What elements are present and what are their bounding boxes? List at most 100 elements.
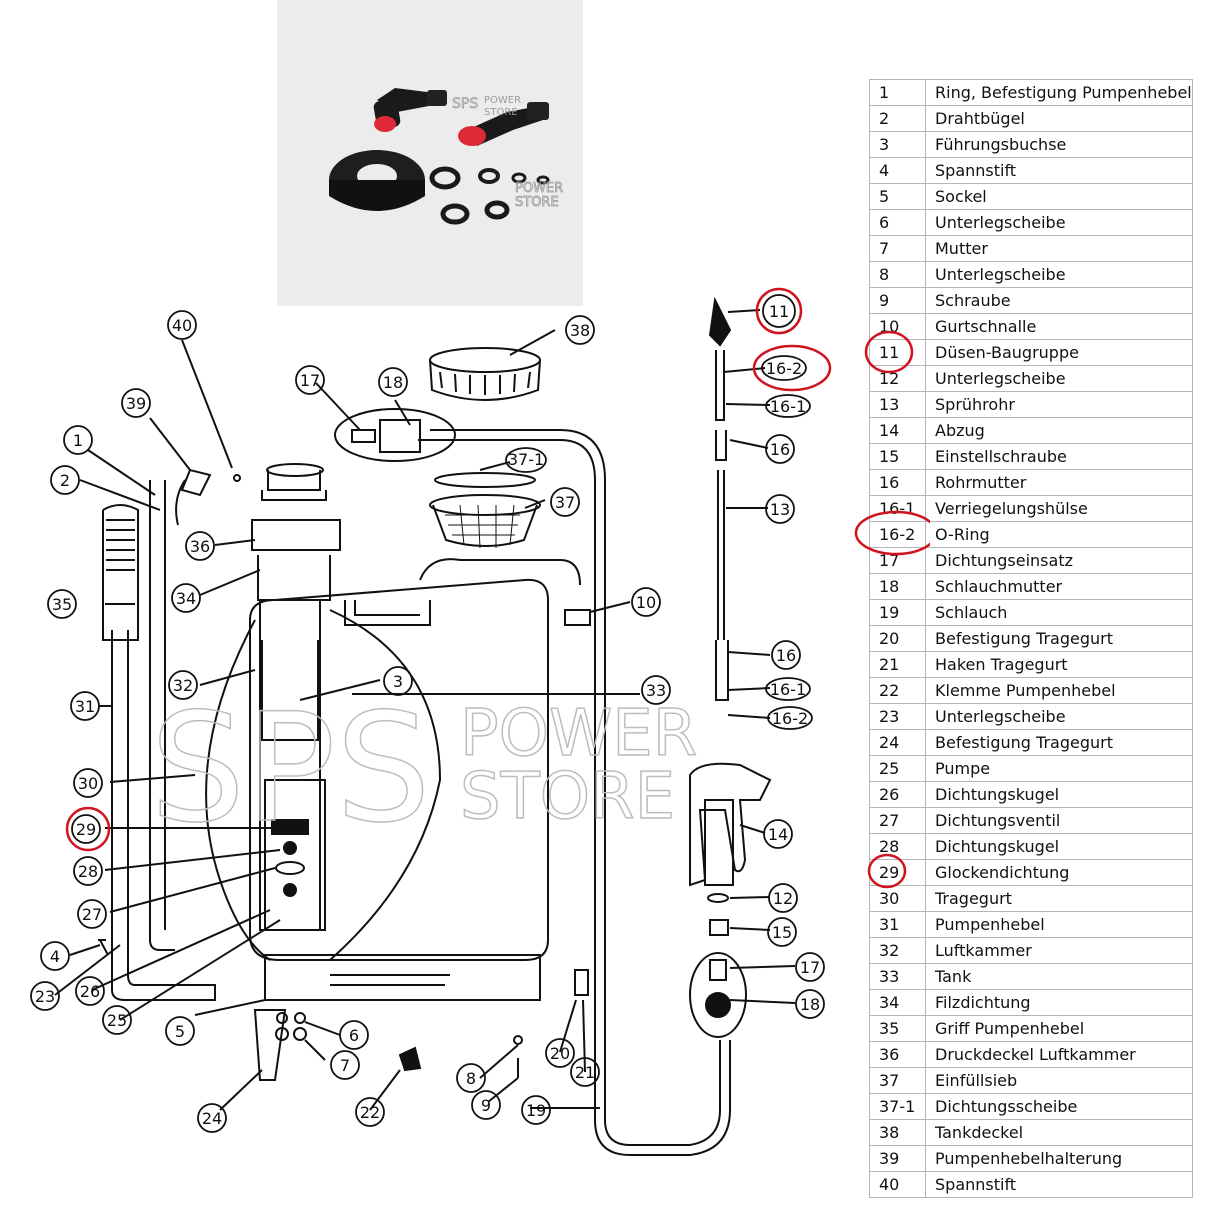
highlight-16-2 (752, 344, 832, 392)
callout-label: 17 (300, 371, 320, 390)
part-name: Filzdichtung (925, 989, 1193, 1016)
part-name: Klemme Pumpenhebel (925, 677, 1193, 704)
watermark-power: POWER (460, 697, 697, 771)
part-number: 38 (869, 1119, 926, 1146)
callout-label: 10 (636, 593, 656, 612)
part-name: Pumpenhebel (925, 911, 1193, 938)
part-name: Pumpe (925, 755, 1193, 782)
callout-label: 31 (75, 697, 95, 716)
part-name: Verriegelungshülse (925, 495, 1193, 522)
part-name: Griff Pumpenhebel (925, 1015, 1193, 1042)
part-number: 16-1 (869, 495, 926, 522)
part-number: 7 (869, 235, 926, 262)
part-name: Unterlegscheibe (925, 365, 1193, 392)
part-number: 13 (869, 391, 926, 418)
callout-label: 15 (772, 923, 792, 942)
callout-label: 13 (770, 500, 790, 519)
part-number: 9 (869, 287, 926, 314)
callout-label: 25 (107, 1011, 127, 1030)
part-name: Mutter (925, 235, 1193, 262)
part-number: 15 (869, 443, 926, 470)
callout-label: 18 (383, 373, 403, 392)
part-name: Gurtschnalle (925, 313, 1193, 340)
callout-label: 30 (78, 774, 98, 793)
part-name: Dichtungsventil (925, 807, 1193, 834)
part-name: Drahtbügel (925, 105, 1193, 132)
watermark-store: STORE (460, 760, 675, 834)
callout-label: 38 (570, 321, 590, 340)
part-number: 31 (869, 911, 926, 938)
callout-label: 24 (202, 1109, 222, 1128)
callout-label: 37-1 (508, 450, 544, 469)
callout-label: 11 (769, 302, 789, 321)
callout-label: 16-2 (766, 359, 802, 378)
highlight-29 (65, 806, 111, 852)
part-number: 20 (869, 625, 926, 652)
callout-label: 36 (190, 537, 210, 556)
callout-label: 21 (575, 1063, 595, 1082)
part-number: 32 (869, 937, 926, 964)
part-number: 23 (869, 703, 926, 730)
part-number: 11 (869, 339, 926, 366)
callout-label: 33 (646, 681, 666, 700)
callout-label: 12 (773, 889, 793, 908)
part-name: Einfüllsieb (925, 1067, 1193, 1094)
callout-label: 6 (349, 1026, 359, 1045)
part-name: Ring, Befestigung Pumpenhebel (925, 79, 1193, 106)
part-name: Haken Tragegurt (925, 651, 1193, 678)
watermark: SPS POWER STORE (149, 681, 698, 857)
part-name: Dichtungseinsatz (925, 547, 1193, 574)
part-number: 12 (869, 365, 926, 392)
part-name: Schlauch (925, 599, 1193, 626)
callout-label: 22 (360, 1103, 380, 1122)
part-name: Pumpenhebelhalterung (925, 1145, 1193, 1172)
part-name: O-Ring (925, 521, 1193, 548)
callout-label: 4 (50, 947, 60, 966)
callout-label: 1 (73, 431, 83, 450)
part-number: 17 (869, 547, 926, 574)
part-number: 24 (869, 729, 926, 756)
callout-label: 34 (176, 589, 196, 608)
callout-label: 26 (80, 982, 100, 1001)
part-name: Schraube (925, 287, 1193, 314)
part-number: 18 (869, 573, 926, 600)
part-name: Unterlegscheibe (925, 209, 1193, 236)
part-name: Unterlegscheibe (925, 261, 1193, 288)
callout-label: 29 (76, 820, 96, 839)
part-name: Druckdeckel Luftkammer (925, 1041, 1193, 1068)
watermark-logo: SPS (150, 682, 431, 856)
part-number: 36 (869, 1041, 926, 1068)
photo-watermark-line2-b: STORE (515, 195, 559, 210)
part-name: Dichtungsscheibe (925, 1093, 1193, 1120)
part-number: 26 (869, 781, 926, 808)
part-name: Abzug (925, 417, 1193, 444)
part-number: 2 (869, 105, 926, 132)
photo-watermark-line1-b: POWER (515, 181, 563, 196)
callout-label: 40 (172, 316, 192, 335)
part-number: 4 (869, 157, 926, 184)
part-number: 10 (869, 313, 926, 340)
part-name: Düsen-Baugruppe (925, 339, 1193, 366)
